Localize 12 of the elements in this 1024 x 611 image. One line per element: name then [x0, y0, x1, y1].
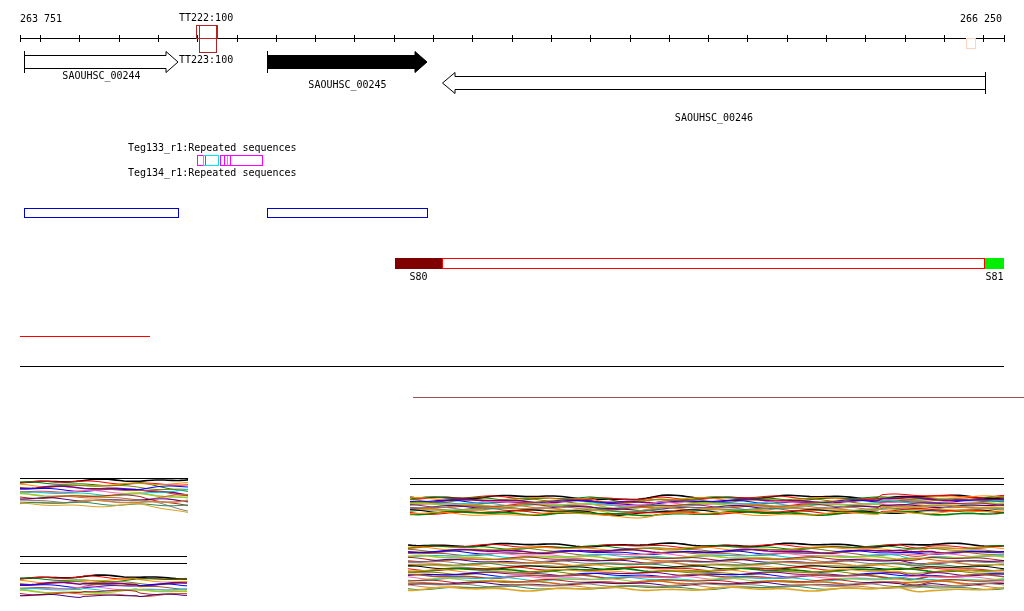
segment-label: S81: [985, 271, 1004, 282]
repeat-label: Teg134_r1:Repeated sequences: [128, 167, 297, 178]
feature-box: [24, 208, 179, 218]
gene-label: SAOUHSC_00244: [62, 70, 141, 81]
coordinate-label: 266 250: [960, 13, 1003, 24]
segment-label: S80: [409, 271, 428, 282]
terminator-label: TT222:100: [179, 12, 234, 23]
gene-label: SAOUHSC_00246: [674, 112, 754, 123]
repeat-label: Teg133_r1:Repeated sequences: [128, 142, 297, 153]
coordinate-label: 263 751: [20, 13, 63, 24]
gene-label: SAOUHSC_00245: [308, 79, 387, 90]
feature-box: [267, 208, 428, 218]
